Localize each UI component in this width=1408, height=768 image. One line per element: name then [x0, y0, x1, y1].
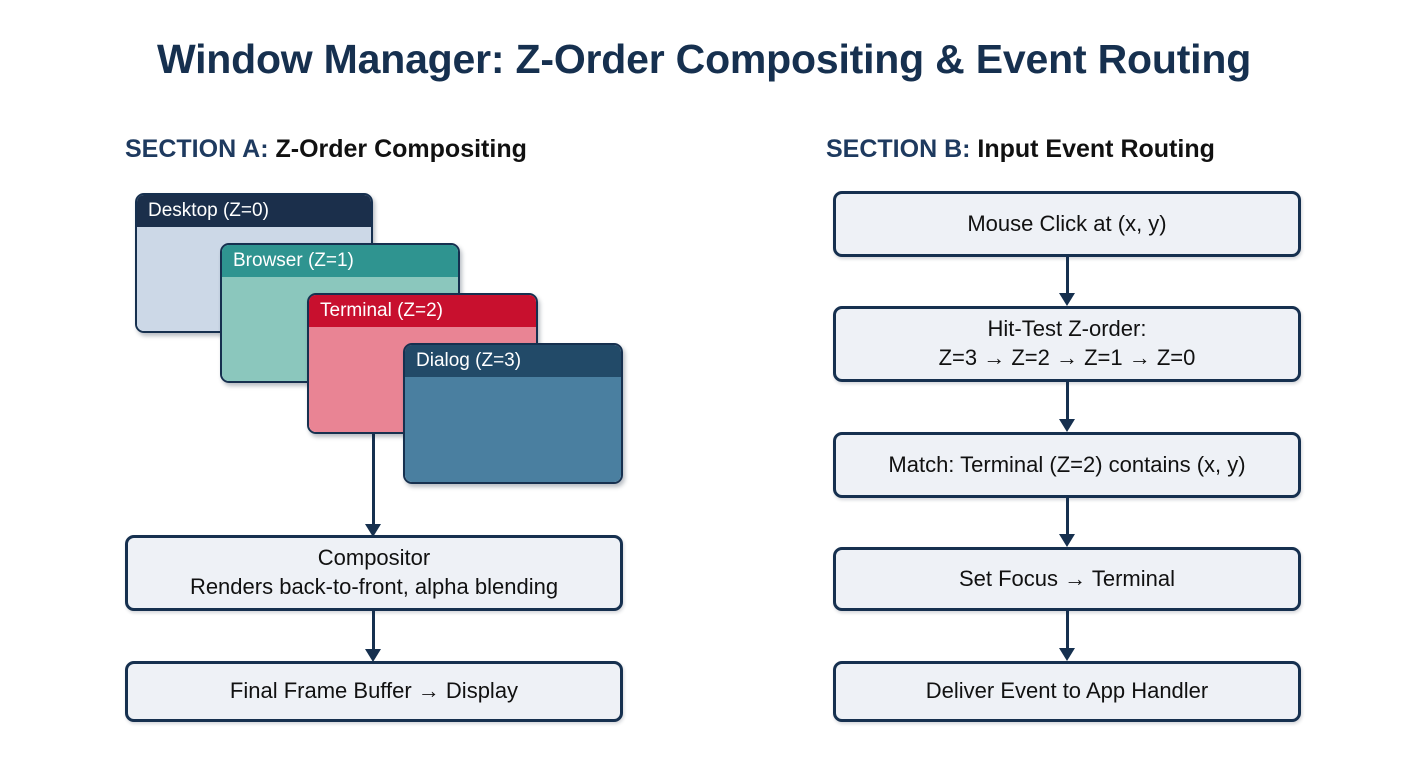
window-titlebar-desktop: Desktop (Z=0): [137, 195, 371, 227]
section-b-name: Input Event Routing: [970, 135, 1215, 163]
flow-box-compositor-line1: Compositor: [317, 545, 431, 571]
flow-box-match-terminal-line1: Match: Terminal (Z=2) contains (x, y): [888, 451, 1246, 477]
section-b-heading: SECTION B: Input Event Routing: [826, 135, 1215, 164]
flow-box-deliver-event-line1: Deliver Event to App Handler: [925, 678, 1209, 704]
arrow-match-to-setfocus: [1052, 498, 1082, 547]
window-titlebar-dialog: Dialog (Z=3): [405, 345, 621, 377]
window-title-desktop: Desktop (Z=0): [148, 200, 269, 221]
flow-box-hit-test-line2: Z=3 → Z=2 → Z=1 → Z=0: [938, 345, 1196, 370]
section-a-label: SECTION A:: [125, 135, 269, 163]
arrow-shaft: [371, 611, 375, 649]
arrow-head-icon: [1059, 293, 1075, 306]
arrow-shaft: [1065, 498, 1069, 534]
section-b-label: SECTION B:: [826, 135, 971, 163]
flow-box-mouse-click[interactable]: Mouse Click at (x, y): [833, 191, 1301, 257]
section-a-heading: SECTION A: Z-Order Compositing: [125, 135, 527, 164]
flow-box-hit-test[interactable]: Hit-Test Z-order: Z=3 → Z=2 → Z=1 → Z=0: [833, 306, 1301, 382]
flow-box-compositor-line2: Renders back-to-front, alpha blending: [189, 574, 559, 599]
arrow-compositor-to-framebuffer: [358, 611, 388, 662]
arrow-shaft: [1065, 257, 1069, 293]
arrow-stack-to-compositor: [358, 434, 388, 537]
flow-box-final-frame-buffer[interactable]: Final Frame Buffer → Display: [125, 661, 623, 722]
arrow-hittest-to-match: [1052, 382, 1082, 432]
flow-box-final-frame-buffer-line1: Final Frame Buffer → Display: [229, 678, 519, 704]
flow-box-set-focus-line1: Set Focus → Terminal: [958, 565, 1175, 591]
arrow-shaft: [371, 434, 375, 524]
window-title-browser: Browser (Z=1): [233, 250, 354, 271]
arrow-head-icon: [1059, 534, 1075, 547]
flow-box-hit-test-line1: Hit-Test Z-order:: [987, 316, 1147, 342]
arrow-click-to-hittest: [1052, 257, 1082, 306]
arrow-shaft: [1065, 611, 1069, 648]
window-title-terminal: Terminal (Z=2): [320, 300, 443, 321]
page-title: Window Manager: Z-Order Compositing & Ev…: [156, 36, 1252, 82]
arrow-shaft: [1065, 382, 1069, 419]
flow-box-match-terminal[interactable]: Match: Terminal (Z=2) contains (x, y): [833, 432, 1301, 498]
flow-box-set-focus[interactable]: Set Focus → Terminal: [833, 547, 1301, 611]
window-body-dialog: [405, 377, 621, 482]
window-titlebar-browser: Browser (Z=1): [222, 245, 458, 277]
window-titlebar-terminal: Terminal (Z=2): [309, 295, 536, 327]
flow-box-compositor[interactable]: Compositor Renders back-to-front, alpha …: [125, 535, 623, 611]
flow-box-deliver-event[interactable]: Deliver Event to App Handler: [833, 661, 1301, 722]
flow-box-mouse-click-line1: Mouse Click at (x, y): [967, 210, 1167, 236]
arrow-head-icon: [1059, 419, 1075, 432]
window-title-dialog: Dialog (Z=3): [416, 350, 522, 371]
arrow-setfocus-to-deliver: [1052, 611, 1082, 661]
window-card-dialog[interactable]: Dialog (Z=3): [403, 343, 623, 484]
arrow-head-icon: [1059, 648, 1075, 661]
section-a-name: Z-Order Compositing: [268, 135, 527, 163]
